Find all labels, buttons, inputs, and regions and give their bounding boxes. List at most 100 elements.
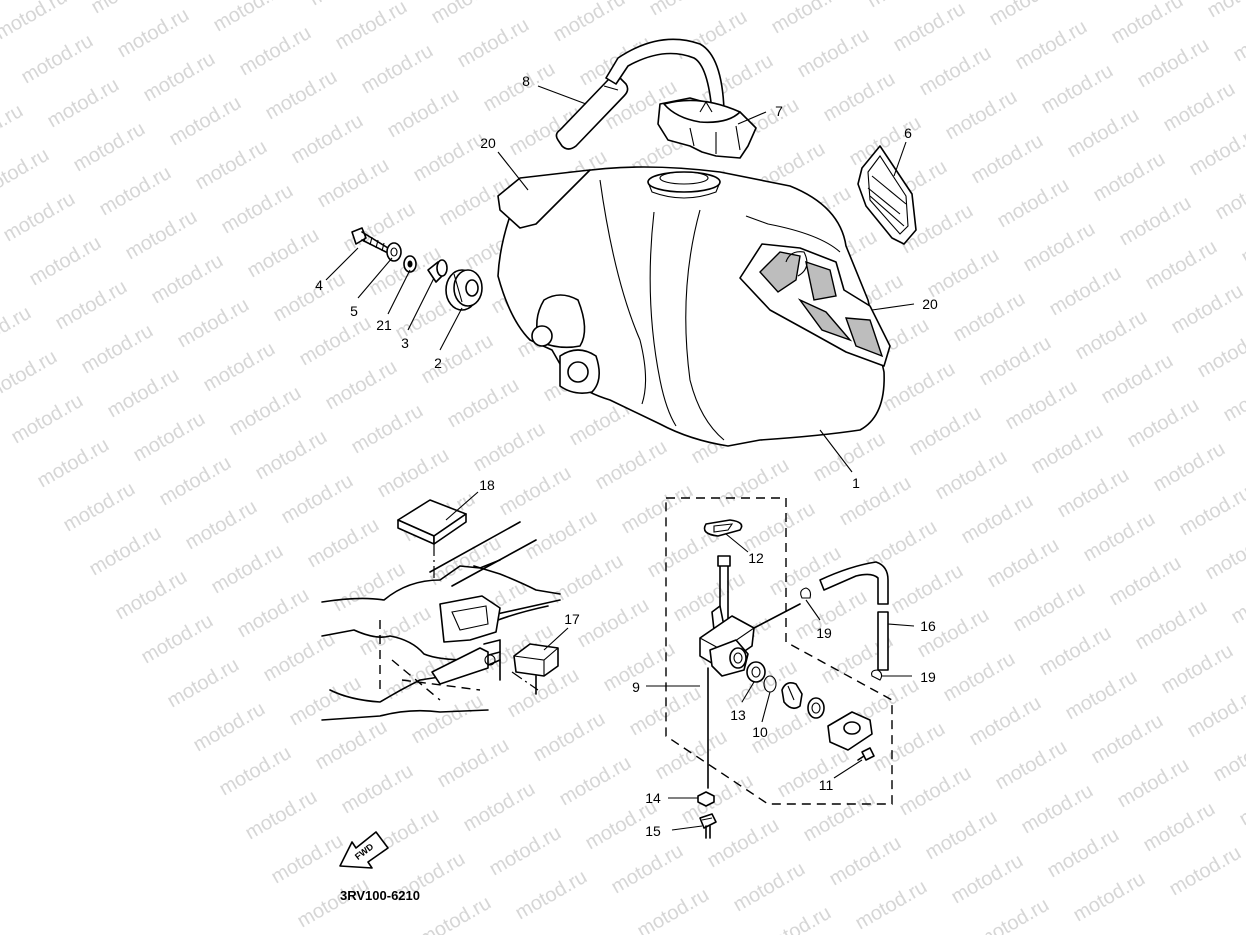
part-18-pad bbox=[397, 499, 467, 545]
watermark-text: motod.ru bbox=[932, 446, 1011, 505]
callout-3: 3 bbox=[401, 335, 409, 351]
watermark-text: motod.ru bbox=[0, 100, 27, 159]
watermark-text: motod.ru bbox=[670, 568, 749, 627]
watermark-text: motod.ru bbox=[322, 356, 401, 415]
watermark-text: motod.ru bbox=[880, 358, 959, 417]
watermark-text: motod.ru bbox=[1098, 350, 1177, 409]
watermark-text: motod.ru bbox=[1018, 780, 1097, 839]
watermark-text: motod.ru bbox=[384, 84, 463, 143]
watermark-text: motod.ru bbox=[810, 428, 889, 487]
watermark-text: motod.ru bbox=[208, 540, 287, 599]
watermark-text: motod.ru bbox=[942, 86, 1021, 145]
part-13-seal bbox=[746, 661, 766, 683]
watermark-text: motod.ru bbox=[896, 762, 975, 821]
watermark-text: motod.ru bbox=[1228, 570, 1246, 629]
watermark-text: motod.ru bbox=[96, 162, 175, 221]
watermark-text: motod.ru bbox=[1114, 754, 1193, 813]
watermark-text: motod.ru bbox=[140, 48, 219, 107]
watermark-text: motod.ru bbox=[112, 566, 191, 625]
callout-12: 12 bbox=[748, 550, 764, 566]
watermark-text: motod.ru bbox=[916, 42, 995, 101]
watermark-text: motod.ru bbox=[1158, 640, 1237, 699]
watermark-text: motod.ru bbox=[924, 244, 1003, 303]
watermark-text: motod.ru bbox=[340, 198, 419, 257]
watermark-text: motod.ru bbox=[984, 534, 1063, 593]
watermark-text: motod.ru bbox=[78, 320, 157, 379]
callout-5: 5 bbox=[350, 303, 358, 319]
callout-16: 16 bbox=[920, 618, 936, 634]
watermark-text: motod.ru bbox=[852, 876, 931, 935]
watermark-text: motod.ru bbox=[18, 30, 97, 89]
callout-8: 8 bbox=[522, 73, 530, 89]
watermark-text: motod.ru bbox=[234, 584, 313, 643]
watermark-text: motod.ru bbox=[138, 610, 217, 669]
callout-1: 1 bbox=[852, 475, 860, 491]
part-3-collar bbox=[427, 259, 448, 283]
watermark-text: motod.ru bbox=[210, 0, 289, 36]
leader-lines bbox=[325, 85, 915, 831]
watermark-text: motod.ru bbox=[444, 374, 523, 433]
callout-18: 18 bbox=[479, 477, 495, 493]
callout-labels: 8 7 6 20 20 1 4 5 21 3 2 18 17 12 9 13 1… bbox=[315, 73, 938, 839]
callout-9: 9 bbox=[632, 679, 640, 695]
watermark-text: motod.ru bbox=[332, 0, 411, 54]
part-1-fuel-tank bbox=[497, 166, 885, 447]
watermark-text: motod.ru bbox=[1046, 262, 1125, 321]
callout-13: 13 bbox=[730, 707, 746, 723]
watermark-text: motod.ru bbox=[0, 188, 79, 247]
watermark-text: motod.ru bbox=[1186, 122, 1246, 181]
watermark-text: motod.ru bbox=[740, 498, 819, 557]
watermark-text: motod.ru bbox=[948, 850, 1027, 909]
watermark-text: motod.ru bbox=[1012, 16, 1091, 75]
watermark-text: motod.ru bbox=[1176, 482, 1246, 541]
part-12-filter-gasket bbox=[703, 519, 743, 537]
part-16-fuel-hose bbox=[819, 561, 889, 671]
watermark-text: motod.ru bbox=[226, 382, 305, 441]
watermark-text: motod.ru bbox=[374, 444, 453, 503]
watermark-text: motod.ru bbox=[1132, 596, 1211, 655]
watermark-text: motod.ru bbox=[1212, 166, 1246, 225]
watermark-text: motod.ru bbox=[1088, 710, 1167, 769]
watermark-text: motod.ru bbox=[556, 752, 635, 811]
part-9-fuel-cock bbox=[699, 555, 801, 789]
watermark-text: motod.ru bbox=[164, 654, 243, 713]
watermark-text: motod.ru bbox=[870, 718, 949, 777]
watermark-text: motod.ru bbox=[434, 734, 513, 793]
part-4-bolt bbox=[351, 227, 389, 253]
watermark-text: motod.ru bbox=[288, 110, 367, 169]
watermark-text: motod.ru bbox=[358, 40, 437, 99]
part-14-nut bbox=[697, 791, 715, 807]
fuel-cock-seal bbox=[807, 697, 825, 719]
part-19-hose-clip-upper bbox=[800, 587, 812, 599]
watermark-text: motod.ru bbox=[1106, 552, 1185, 611]
part-6-side-emblem bbox=[857, 145, 917, 245]
watermark-text: motod.ru bbox=[950, 288, 1029, 347]
watermark-text: motod.ru bbox=[122, 206, 201, 265]
callout-7: 7 bbox=[775, 103, 783, 119]
watermark-text: motod.ru bbox=[1140, 798, 1219, 857]
watermark-text: motod.ru bbox=[460, 778, 539, 837]
watermark-text: motod.ru bbox=[26, 232, 105, 291]
watermark-text: motod.ru bbox=[244, 224, 323, 283]
watermark-text: motod.ru bbox=[252, 426, 331, 485]
watermark-text: motod.ru bbox=[530, 708, 609, 767]
watermark-text: motod.ru bbox=[940, 648, 1019, 707]
watermark-text: motod.ru bbox=[356, 602, 435, 661]
watermark-text: motod.ru bbox=[768, 0, 847, 38]
watermark-text: motod.ru bbox=[410, 128, 489, 187]
watermark-text: motod.ru bbox=[820, 68, 899, 127]
watermark-text: motod.ru bbox=[608, 840, 687, 899]
watermark-text: motod.ru bbox=[200, 338, 279, 397]
watermark-text: motod.ru bbox=[278, 470, 357, 529]
callout-11: 11 bbox=[819, 777, 834, 793]
watermark-text: motod.ru bbox=[296, 312, 375, 371]
watermark-text: motod.ru bbox=[470, 418, 549, 477]
watermark-text: motod.ru bbox=[958, 490, 1037, 549]
watermark-text: motod.ru bbox=[156, 452, 235, 511]
watermark-text: motod.ru bbox=[968, 130, 1047, 189]
part-20-tank-decal-left bbox=[497, 169, 591, 229]
watermark-text: motod.ru bbox=[766, 542, 845, 601]
watermark-text: motod.ru bbox=[512, 866, 591, 925]
callout-20-right: 20 bbox=[922, 296, 938, 312]
callout-21: 21 bbox=[376, 317, 392, 333]
